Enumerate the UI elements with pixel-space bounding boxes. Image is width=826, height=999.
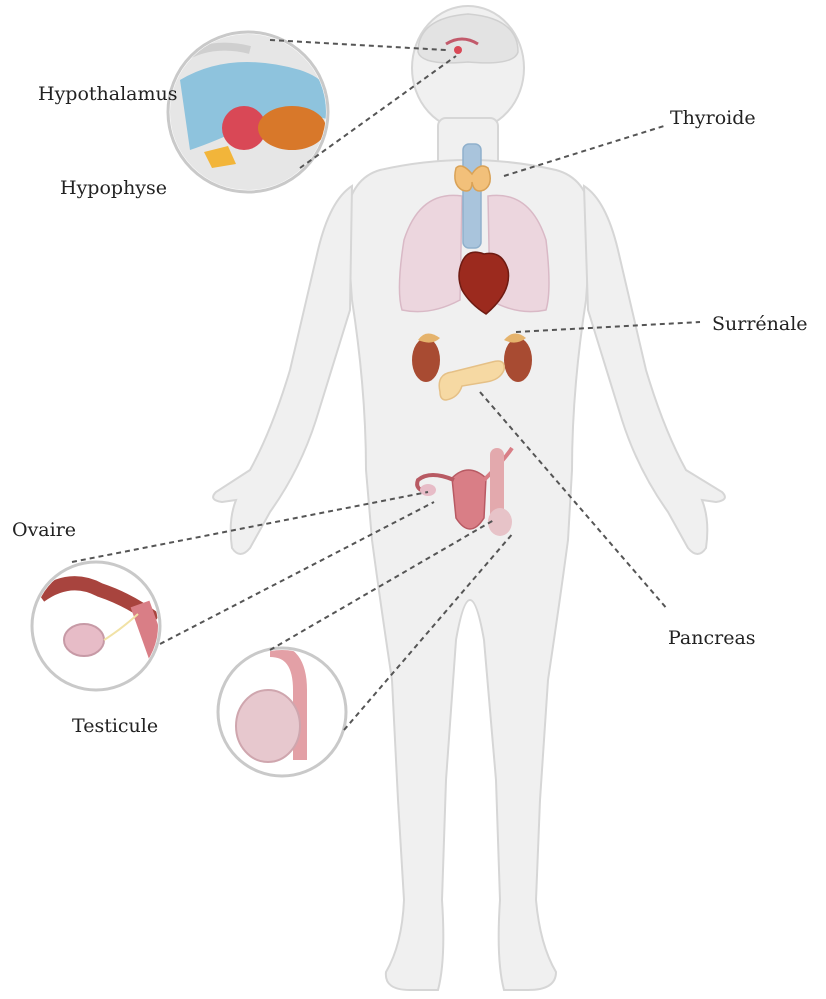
pituitary-posterior — [258, 106, 326, 150]
label-thyroide: Thyroide — [670, 107, 756, 129]
ovary-inset — [64, 624, 104, 656]
ovary-small — [420, 484, 436, 496]
left-kidney — [412, 338, 440, 382]
label-hypothalamus: Hypothalamus — [38, 83, 178, 105]
label-ovaire: Ovaire — [12, 519, 76, 541]
label-hypophyse: Hypophyse — [60, 177, 167, 199]
right-arm — [584, 186, 725, 554]
uterus — [452, 470, 486, 529]
right-kidney — [504, 338, 532, 382]
inset-brain — [168, 32, 330, 192]
pituitary-small — [454, 46, 462, 54]
testicle-inset — [236, 690, 300, 762]
left-arm — [213, 186, 352, 554]
inset-testicle — [218, 648, 346, 776]
label-surrenale: Surrénale — [712, 313, 808, 335]
label-pancreas: Pancreas — [668, 627, 756, 649]
trachea — [463, 144, 481, 248]
label-testicule: Testicule — [72, 715, 158, 737]
inset-ovary — [32, 562, 160, 690]
